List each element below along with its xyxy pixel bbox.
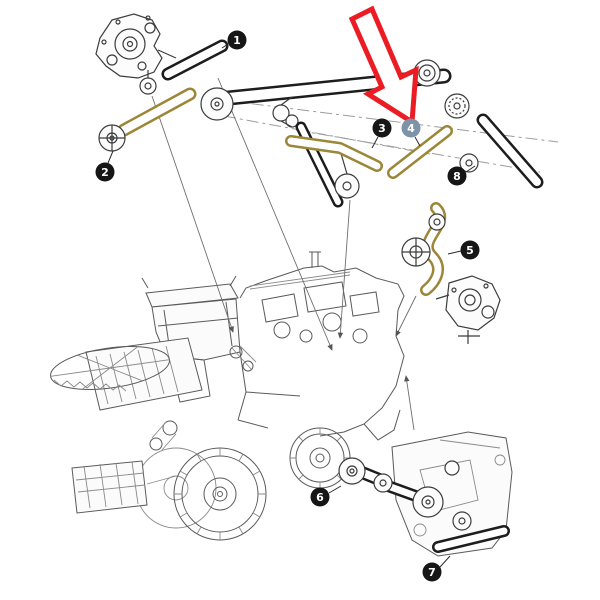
svg-text:6: 6 (316, 491, 324, 504)
callout-3[interactable]: 3 (372, 118, 392, 138)
gearbox-assembly (95, 13, 177, 95)
belt-4 (387, 125, 453, 179)
rear-wheel (289, 427, 351, 489)
svg-text:7: 7 (428, 566, 436, 579)
header-reel (50, 346, 170, 390)
belt-1 (161, 39, 229, 81)
svg-text:3: 3 (378, 122, 386, 135)
svg-text:5: 5 (466, 244, 474, 257)
svg-text:2: 2 (101, 166, 109, 179)
svg-text:8: 8 (453, 170, 461, 183)
callout-2[interactable]: 2 (95, 162, 115, 182)
bottom-assembly (338, 431, 513, 557)
belt-2 (98, 87, 197, 152)
highlight-arrow (348, 5, 419, 127)
callout-7[interactable]: 7 (422, 562, 442, 582)
right-gearbox (435, 275, 501, 344)
belt-8 (459, 113, 544, 189)
side-attachment (71, 460, 177, 514)
combine-body (149, 251, 405, 451)
svg-text:1: 1 (233, 34, 241, 47)
callout-6[interactable]: 6 (310, 487, 330, 507)
callout-4[interactable]: 4 (401, 118, 421, 138)
callout-1[interactable]: 1 (227, 30, 247, 50)
callouts: 1 2 3 4 5 6 7 (95, 30, 480, 582)
top-belt-assembly (200, 59, 470, 128)
belt-3 (285, 135, 383, 172)
callout-5[interactable]: 5 (460, 240, 480, 260)
combine-harvester-drawing (50, 251, 405, 541)
reel-tines (53, 379, 127, 392)
callout-8[interactable]: 8 (447, 166, 467, 186)
svg-text:4: 4 (407, 122, 415, 135)
front-wheel (173, 447, 267, 541)
belt-5 (401, 202, 447, 296)
